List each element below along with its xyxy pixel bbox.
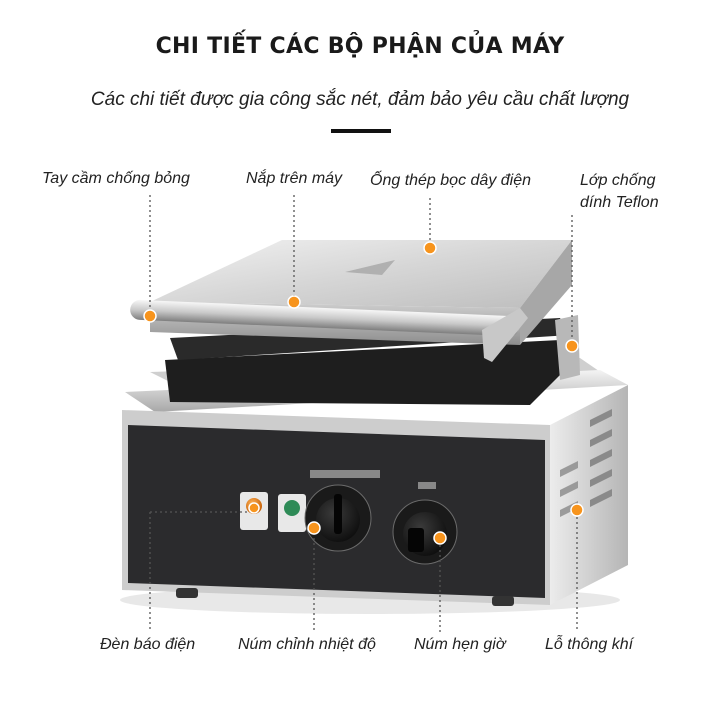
label-temp-knob: Núm chỉnh nhiệt độ [238,636,376,653]
lid-side [520,240,572,345]
lid-emboss [345,260,395,275]
foot-left [176,588,198,598]
label-top-lid: Nắp trên máy [246,170,343,187]
handle-bar[interactable] [130,299,521,337]
timer-plate [418,482,436,489]
page-title: CHI TIẾT CÁC BỘ PHẬN CỦA MÁY [155,34,565,59]
heat-light [284,500,300,516]
lid-top [150,240,572,308]
foot-right [492,596,514,606]
body-side [550,385,628,605]
temp-plate [310,470,380,478]
label-power-light: Đèn báo điện [100,636,196,653]
label-teflon-line2: dính Teflon [580,194,659,211]
label-teflon-line1: Lớp chống [580,172,656,189]
label-timer-knob: Núm hẹn giờ [414,636,506,653]
vent-slots [560,409,612,517]
lower-plate [165,340,575,405]
label-steel-tube: Ống thép bọc dây điện [370,172,532,189]
marker-dots [143,241,584,545]
leader-lines [149,195,578,632]
label-handle: Tay cầm chống bỏng [42,170,190,187]
label-vent: Lỗ thông khí [545,636,634,653]
temp-knob-grip [334,494,342,534]
title-divider [331,129,391,133]
handle-arm [482,308,528,362]
timer-knob-grip [408,528,424,552]
page-subtitle: Các chi tiết được gia công sắc nét, đảm … [90,89,630,110]
